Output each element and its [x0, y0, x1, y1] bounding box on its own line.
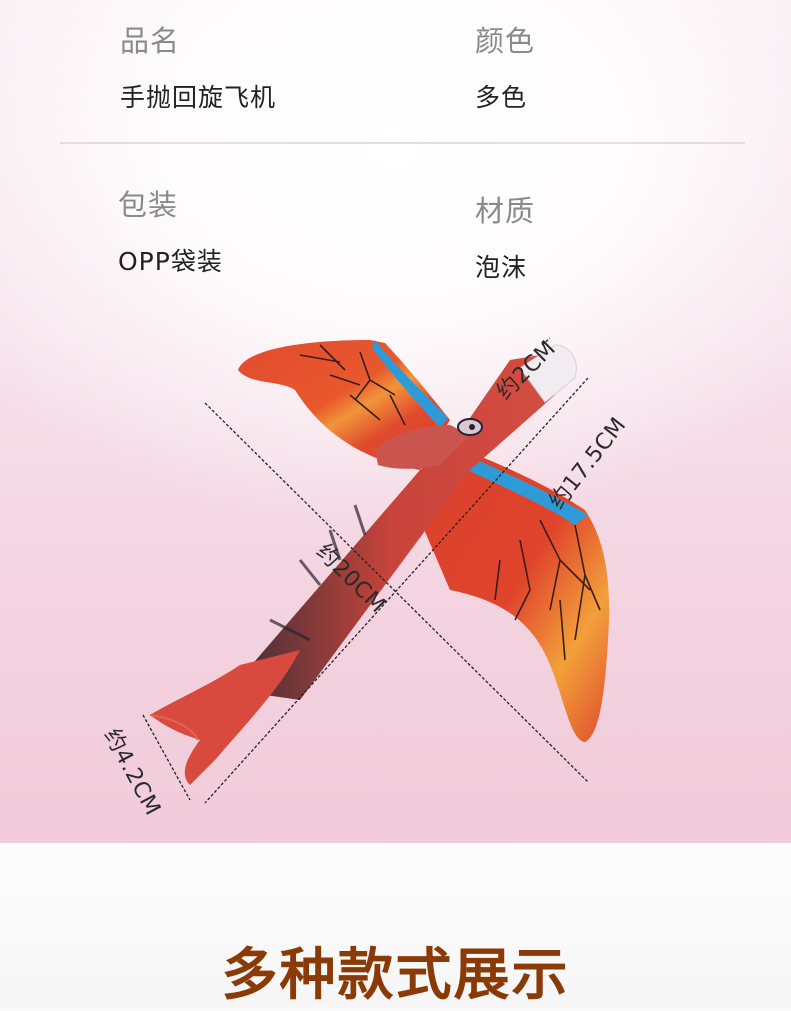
section-band	[0, 843, 791, 1007]
spec-value: 多色	[475, 83, 528, 112]
wing-line	[204, 377, 589, 804]
spec-packaging: 包装 OPP袋装	[118, 182, 223, 278]
glider-product-image	[142, 337, 610, 804]
spec-material: 材质 泡沫	[475, 188, 535, 284]
spec-label: 材质	[475, 194, 536, 228]
dimension-lines	[142, 337, 589, 804]
spec-color: 颜色 多色	[475, 18, 535, 114]
divider	[60, 142, 745, 144]
product-spec-hero: 品名 手抛回旋飞机 颜色 多色 包装 OPP袋装 材质 泡沫	[0, 0, 791, 843]
spec-label: 品名	[120, 24, 181, 58]
fuselage	[149, 344, 577, 785]
spec-value: 泡沫	[475, 253, 528, 282]
right-wing	[420, 440, 610, 742]
spec-label: 颜色	[475, 24, 536, 58]
nose-line	[541, 337, 551, 346]
spec-value: OPP袋装	[118, 247, 223, 276]
spec-name: 品名 手抛回旋飞机	[120, 18, 276, 114]
section-title: 多种款式展示	[221, 943, 570, 1008]
spec-label: 包装	[118, 188, 179, 222]
tail-line	[142, 714, 191, 801]
spec-value: 手抛回旋飞机	[120, 83, 277, 112]
